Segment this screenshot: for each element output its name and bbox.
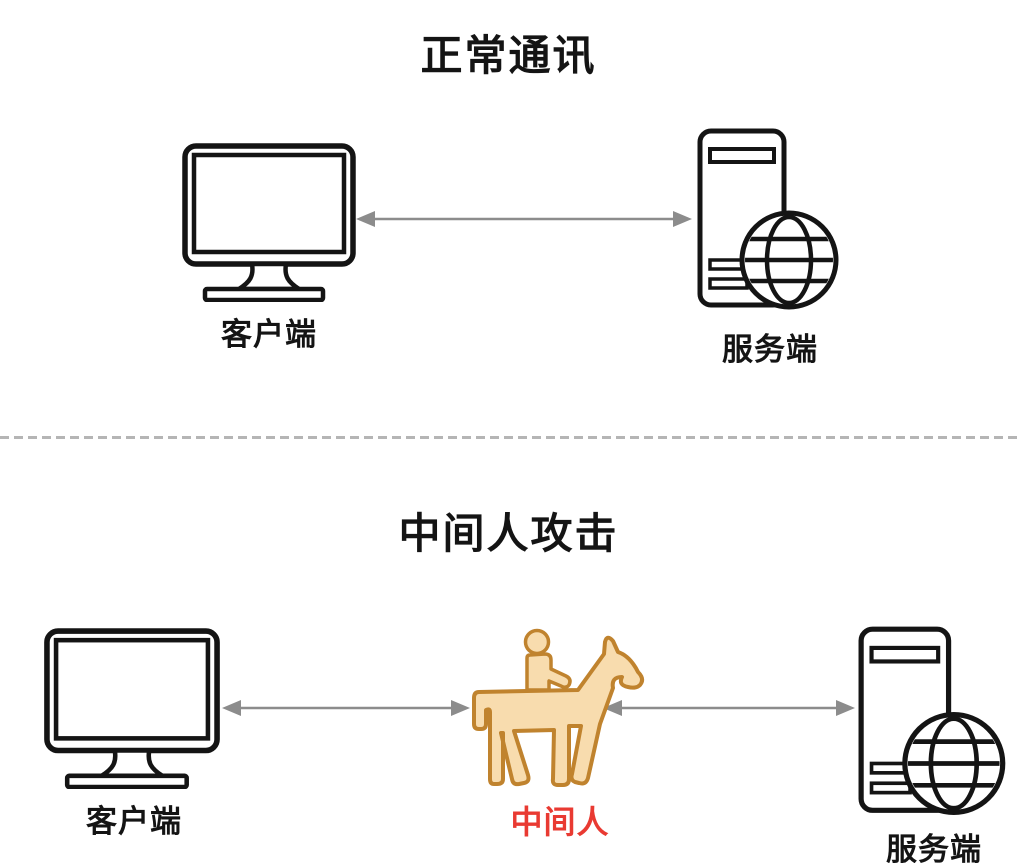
attacker-server-arrow-icon (603, 700, 855, 716)
normal-section-title: 正常通讯 (420, 32, 597, 79)
normal-client-label: 客户端 (221, 317, 317, 352)
client-monitor-icon (181, 142, 357, 302)
client-attacker-arrow-icon (222, 700, 470, 716)
mitm-section-title: 中间人攻击 (398, 510, 619, 557)
attacker-label: 中间人 (510, 804, 610, 840)
mitm-client-label: 客户端 (86, 804, 182, 839)
section-divider (0, 436, 1017, 439)
server-globe-icon (697, 128, 843, 320)
mitm-server-label: 服务端 (886, 832, 982, 863)
client-monitor-icon (42, 627, 222, 789)
horse-rider-icon (466, 628, 650, 793)
normal-server-label: 服务端 (722, 332, 818, 367)
client-server-arrow-icon (356, 211, 692, 227)
server-globe-icon (858, 626, 1010, 826)
